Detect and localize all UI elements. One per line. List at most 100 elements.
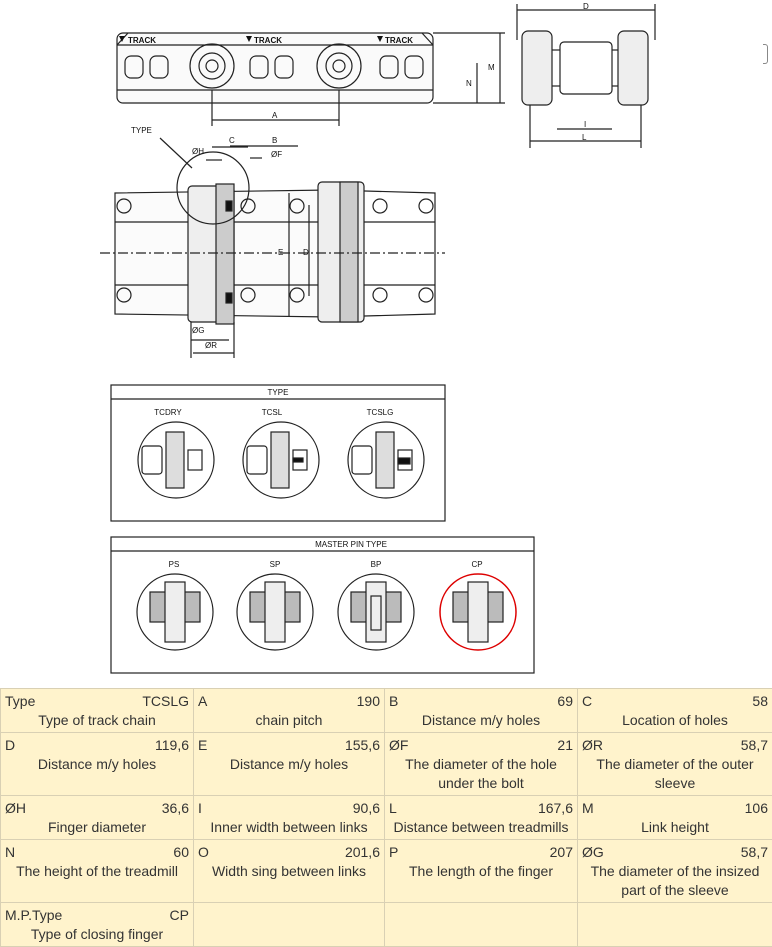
spec-value: 155,6 (345, 736, 380, 755)
brand-label: TRACK (254, 36, 282, 45)
dim-h-label: ØH (192, 147, 204, 156)
dim-r-label: ØR (205, 341, 217, 350)
spec-value: 69 (557, 692, 573, 711)
dim-d-label: D (583, 2, 589, 11)
spec-description: Finger diameter (5, 818, 189, 837)
spec-description: Distance m/y holes (198, 755, 380, 774)
spec-value: 58 (752, 692, 768, 711)
master-sp-label: SP (270, 560, 281, 569)
spec-description: The diameter of the insized part of the … (582, 862, 768, 900)
master-bp-detail (338, 574, 414, 650)
spec-value: 190 (357, 692, 380, 711)
spec-description: chain pitch (198, 711, 380, 730)
dim-b-label: B (272, 136, 277, 145)
master-sp-detail (237, 574, 313, 650)
dim-l-label: L (582, 133, 587, 142)
spec-value: 21 (557, 736, 573, 755)
spec-label: E (198, 736, 207, 755)
master-bp-label: BP (371, 560, 382, 569)
master-cp-label: CP (471, 560, 482, 569)
spec-label: ØG (582, 843, 604, 862)
spec-label: Type (5, 692, 35, 711)
spec-value: 201,6 (345, 843, 380, 862)
spec-value: 119,6 (155, 736, 189, 755)
spec-value: 60 (173, 843, 189, 862)
spec-description: Type of closing finger (5, 925, 189, 944)
spec-description: The height of the treadmill (5, 862, 189, 881)
dim-f-label: ØF (271, 150, 282, 159)
dim-c-label: C (229, 136, 235, 145)
spec-value: 90,6 (353, 799, 380, 818)
type-tcslg-label: TCSLG (367, 408, 394, 417)
spec-label: C (582, 692, 592, 711)
spec-label: M.P.Type (5, 906, 62, 925)
type-box-title: TYPE (268, 388, 289, 397)
scrollbar-handle[interactable] (763, 44, 768, 64)
master-box-title: MASTER PIN TYPE (315, 540, 387, 549)
spec-label: D (5, 736, 15, 755)
spec-description: Link height (582, 818, 768, 837)
spec-label: ØH (5, 799, 26, 818)
spec-description: Distance between treadmills (389, 818, 573, 837)
spec-value: 58,7 (741, 736, 768, 755)
dim-d2-label: D (303, 248, 309, 257)
chain-top-view (115, 152, 435, 324)
chain-front-view (522, 31, 648, 105)
spec-description: Width sing between links (198, 862, 380, 881)
spec-label: I (198, 799, 202, 818)
master-ps-detail (137, 574, 213, 650)
brand-label: TRACK (128, 36, 156, 45)
spec-label: ØF (389, 736, 408, 755)
type-tcdry-label: TCDRY (154, 408, 182, 417)
spec-label: N (5, 843, 15, 862)
spec-description: Location of holes (582, 711, 768, 730)
spec-label: M (582, 799, 594, 818)
spec-label: A (198, 692, 207, 711)
dim-e-label: E (278, 248, 283, 257)
master-cp-detail (440, 574, 516, 650)
type-tcdry-detail (138, 422, 214, 498)
brand-label: TRACK (385, 36, 413, 45)
dim-a-label: A (272, 111, 278, 120)
spec-value: 36,6 (162, 799, 189, 818)
spec-label: L (389, 799, 397, 818)
spec-description: The length of the finger (389, 862, 573, 881)
spec-description: The diameter of the outer sleeve (582, 755, 768, 793)
dim-g-label: ØG (192, 326, 204, 335)
spec-label: ØR (582, 736, 603, 755)
master-ps-label: PS (169, 560, 180, 569)
type-tcsl-label: TCSL (262, 408, 283, 417)
spec-description: Distance m/y holes (389, 711, 573, 730)
dim-n-label: N (466, 79, 472, 88)
spec-value: 207 (550, 843, 573, 862)
spec-description: Type of track chain (5, 711, 189, 730)
spec-label: B (389, 692, 398, 711)
type-tcslg-detail (348, 422, 424, 498)
dim-m-label: M (488, 63, 495, 72)
spec-description: The diameter of the hole under the bolt (389, 755, 573, 793)
spec-description: Inner width between links (198, 818, 380, 837)
spec-value: 167,6 (538, 799, 573, 818)
technical-drawing: TRACK TRACK TRACK A D I L M N TYPE ØH C … (0, 0, 772, 688)
spec-description: Distance m/y holes (5, 755, 189, 774)
spec-value: CP (170, 906, 189, 925)
